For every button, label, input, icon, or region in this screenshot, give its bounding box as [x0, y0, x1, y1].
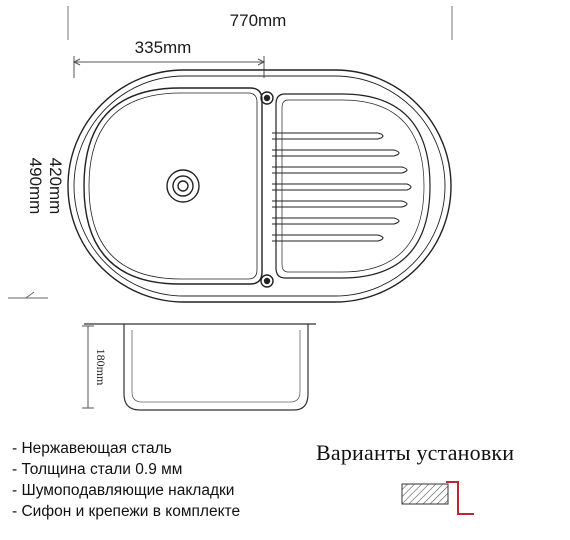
installation-title: Варианты установки: [316, 440, 515, 465]
bowl-height-label: 180mm: [94, 349, 108, 386]
overflow-bottom: [260, 274, 274, 288]
drain-core: [177, 180, 189, 192]
inner-depth-label: 420mm: [46, 158, 65, 215]
feature-item: - Нержавеющая сталь: [12, 438, 240, 459]
depth-dimension-ticks: [8, 291, 48, 299]
overflow-top: [260, 91, 274, 105]
sink-outer-rim: [67, 69, 452, 303]
feature-item: - Шумоподавляющие накладки: [12, 480, 240, 501]
sink-edge-profile: [446, 481, 474, 515]
feature-item: - Сифон и крепежи в комплекте: [12, 501, 240, 522]
total-width-dimension: [67, 6, 453, 40]
feature-text: Шумоподавляющие накладки: [21, 482, 235, 499]
feature-dash: -: [12, 482, 18, 499]
drain-inner: [172, 175, 194, 197]
side-bowl-outline: [123, 324, 309, 411]
feature-list: - Нержавеющая сталь - Толщина стали 0.9 …: [12, 438, 240, 522]
drain-outer: [166, 169, 200, 203]
side-bowl-inner: [131, 330, 301, 403]
drainer-board: [275, 93, 431, 279]
sink-side-view: [84, 323, 316, 411]
outer-depth-label: 490mm: [26, 158, 45, 215]
drainer-board-inner: [281, 99, 425, 273]
feature-dash: -: [12, 461, 18, 478]
bowl-width-label: 335mm: [135, 38, 192, 57]
bowl-width-dimension: [72, 56, 266, 78]
main-bowl: [83, 87, 263, 285]
feature-dash: -: [12, 440, 18, 457]
main-bowl-inner: [88, 92, 258, 280]
feature-dash: -: [12, 503, 18, 520]
feature-item: - Толщина стали 0.9 мм: [12, 459, 240, 480]
bowl-height-dimension: [82, 325, 94, 409]
installation-option-icon: [401, 481, 474, 515]
drainer-ribs: [272, 132, 412, 242]
total-width-label: 770mm: [230, 11, 287, 30]
feature-text: Сифон и крепежи в комплекте: [21, 503, 241, 520]
sink-top-view: [67, 69, 452, 303]
sink-inner-rim: [73, 75, 446, 297]
feature-text: Толщина стали 0.9 мм: [21, 461, 183, 478]
feature-text: Нержавеющая сталь: [21, 440, 172, 457]
countertop-hatch: [401, 483, 449, 505]
